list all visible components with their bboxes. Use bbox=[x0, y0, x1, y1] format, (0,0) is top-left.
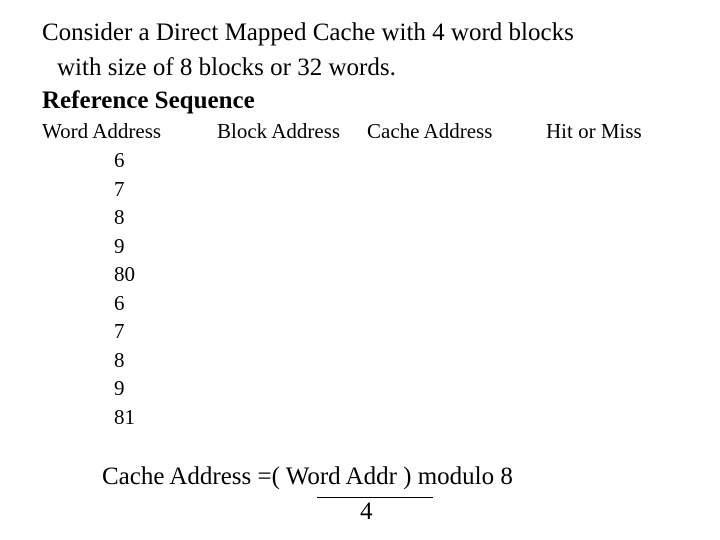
column-header-block-address: Block Address bbox=[217, 119, 341, 143]
title-line-1: Consider a Direct Mapped Cache with 4 wo… bbox=[42, 19, 574, 46]
formula-denominator: 4 bbox=[360, 498, 373, 525]
word-address-list: 6 7 8 9 80 6 7 8 9 81 bbox=[114, 146, 135, 431]
word-address-item: 9 bbox=[114, 233, 125, 258]
word-address-item: 6 bbox=[114, 148, 125, 172]
word-address-item: 9 bbox=[114, 376, 125, 400]
title-line-2: with size of 8 blocks or 32 words. bbox=[57, 54, 396, 81]
column-header-cache-address: Cache Address bbox=[367, 119, 493, 143]
word-address-item: 7 bbox=[114, 176, 125, 201]
reference-sequence-heading: Reference Sequence bbox=[42, 87, 255, 114]
word-address-item: 80 bbox=[114, 262, 135, 286]
word-address-item: 81 bbox=[114, 404, 135, 429]
fraction-bar bbox=[317, 497, 433, 498]
word-address-item: 8 bbox=[114, 347, 125, 372]
word-address-item: 8 bbox=[114, 205, 125, 229]
column-header-hit-or-miss: Hit or Miss bbox=[546, 119, 642, 143]
word-address-item: 7 bbox=[114, 319, 125, 343]
column-header-word-address: Word Address bbox=[42, 119, 162, 143]
word-address-item: 6 bbox=[114, 290, 125, 315]
cache-address-formula: Cache Address =( Word Addr ) modulo 8 bbox=[102, 463, 513, 490]
